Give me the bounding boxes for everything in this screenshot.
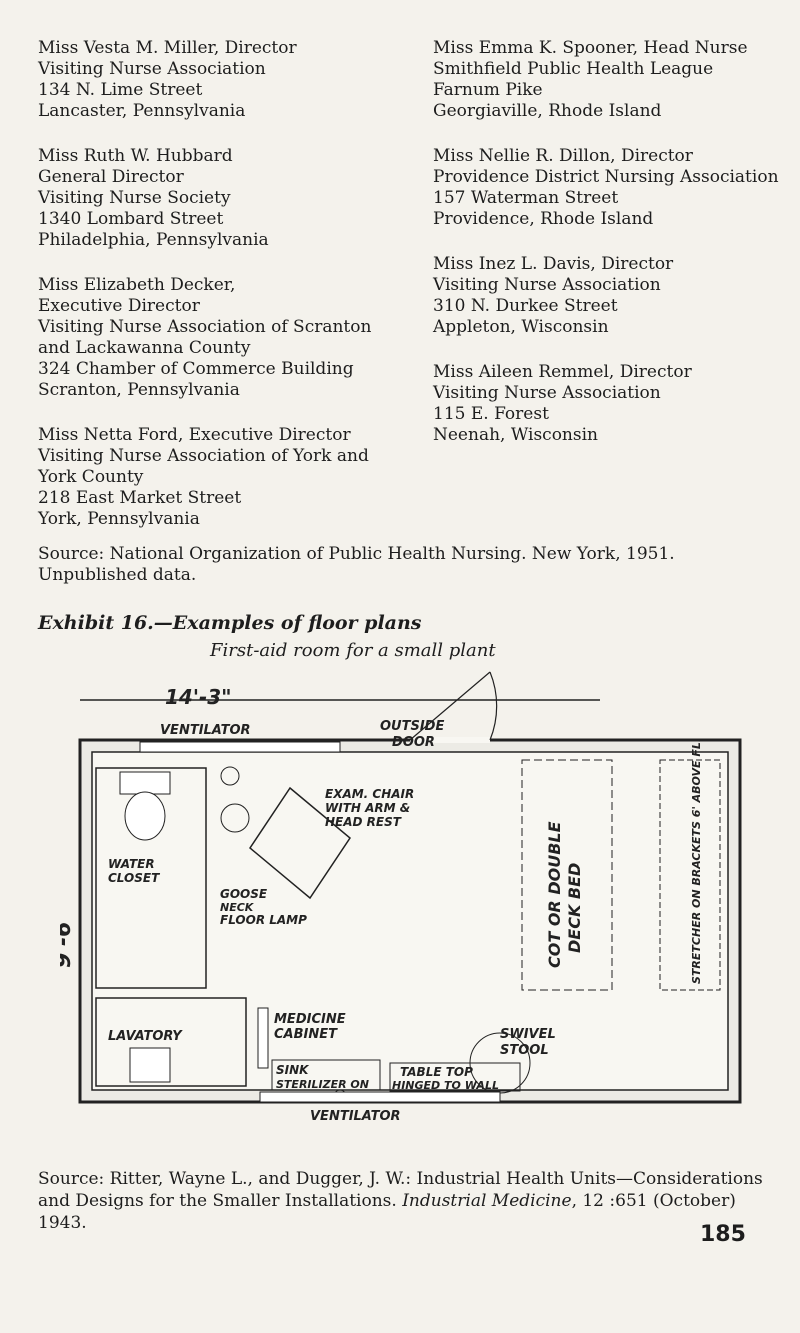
contact-line: Miss Netta Ford, Executive Director — [38, 425, 351, 445]
contact-line: Lancaster, Pennsylvania — [38, 101, 246, 121]
dimension-width: 14'-3" — [165, 685, 232, 709]
dimension-height: 9'-6" — [60, 910, 76, 968]
stool-label-1: SWIVEL — [500, 1027, 556, 1042]
lamp-label-2: NECK — [220, 901, 255, 914]
water-closet-wall — [95, 767, 207, 989]
exam-chair-label-3: HEAD REST — [325, 815, 402, 829]
contact-line: 1340 Lombard Street — [38, 209, 224, 229]
ventilator-top-label: VENTILATOR — [160, 723, 251, 738]
cabinet-label-2: CABINET — [274, 1027, 338, 1042]
contact-line: General Director — [38, 167, 184, 187]
water-closet-label-2: CLOSET — [108, 871, 160, 885]
sink-counter — [271, 1059, 381, 1091]
medicine-cabinet-shape — [257, 1007, 269, 1069]
contact-line: Georgiaville, Rhode Island — [433, 101, 662, 121]
contact-line: Miss Ruth W. Hubbard — [38, 146, 233, 166]
ventilator-bottom-label: VENTILATOR — [310, 1109, 401, 1124]
contact-line: Visiting Nurse Association — [433, 383, 661, 403]
source2-citation: , 12 :651 (October) 1943. — [38, 1191, 736, 1233]
source2-text: Source: Ritter, Wayne L., and Dugger, J.… — [38, 1169, 763, 1211]
contact-line: 134 N. Lime Street — [38, 80, 203, 100]
ventilator-bottom-bar — [259, 1091, 501, 1103]
lavatory-label: LAVATORY — [108, 1029, 183, 1044]
toilet-bowl — [124, 791, 166, 841]
table-label-1: TABLE TOP — [400, 1065, 473, 1079]
contact-line: Miss Vesta M. Miller, Director — [38, 38, 297, 58]
cot-label-1: COT OR DOUBLE — [545, 821, 564, 968]
contact-line: Miss Elizabeth Decker, — [38, 275, 236, 295]
contact-line: Miss Emma K. Spooner, Head Nurse — [433, 38, 748, 58]
source2-journal: Industrial Medicine — [402, 1191, 572, 1211]
contact-line: Visiting Nurse Association of Scranton — [38, 317, 372, 337]
door-label-1: OUTSIDE — [380, 719, 444, 734]
contact-line: Visiting Nurse Society — [38, 188, 231, 208]
table-label-2: HINGED TO WALL — [392, 1079, 499, 1092]
exam-chair-label-1: EXAM. CHAIR — [325, 787, 414, 801]
exhibit-title: Exhibit 16.—Examples of floor plans — [38, 612, 422, 634]
contact-line: 310 N. Durkee Street — [433, 296, 618, 316]
stretcher-label: STRETCHER ON BRACKETS 6' ABOVE FL. — [690, 738, 703, 984]
contact-line: Neenah, Wisconsin — [433, 425, 598, 445]
contact-line: York County — [38, 467, 144, 487]
cot-label-2: DECK BED — [565, 863, 584, 953]
contact-line: 157 Waterman Street — [433, 188, 619, 208]
exhibit-subtitle: First-aid room for a small plant — [210, 640, 496, 661]
contact-line: Smithfield Public Health League — [433, 59, 714, 79]
contact-line: Miss Inez L. Davis, Director — [433, 254, 674, 274]
water-closet-label-1: WATER — [108, 857, 155, 871]
contact-line: Visiting Nurse Association — [38, 59, 266, 79]
lamp-label-3: FLOOR LAMP — [220, 913, 307, 927]
inner-wall — [91, 751, 729, 1091]
door-label-2: DOOR — [392, 735, 435, 750]
contact-line: Executive Director — [38, 296, 200, 316]
contact-line: Visiting Nurse Association of York and — [38, 446, 369, 466]
lamp-label-1: GOOSE — [220, 887, 268, 901]
source-note-2: Source: Ritter, Wayne L., and Dugger, J.… — [38, 1168, 773, 1234]
contact-line: Appleton, Wisconsin — [433, 317, 609, 337]
contact-line: Miss Nellie R. Dillon, Director — [433, 146, 693, 166]
contact-line: and Lackawanna County — [38, 338, 251, 358]
contact-line: Scranton, Pennsylvania — [38, 380, 240, 400]
source-note-1: Source: National Organization of Public … — [38, 544, 675, 585]
contact-line: Philadelphia, Pennsylvania — [38, 230, 269, 250]
contact-entry: Miss Elizabeth Decker,Executive Director… — [38, 275, 418, 401]
stretcher-outline — [659, 759, 721, 991]
sink-label: SINK — [276, 1063, 310, 1077]
sterilizer-label-1: STERILIZER ON — [276, 1078, 369, 1091]
contact-line: York, Pennsylvania — [38, 509, 200, 529]
door-swing — [409, 671, 498, 741]
exam-chair-shape — [249, 786, 351, 900]
contact-line: Farnum Pike — [433, 80, 543, 100]
cot-outline — [521, 759, 613, 991]
contact-line: Providence, Rhode Island — [433, 209, 654, 229]
contact-line: Miss Aileen Remmel, Director — [433, 362, 692, 382]
lavatory-basin — [129, 1047, 171, 1083]
lavatory-wall — [95, 997, 247, 1087]
contact-line: Visiting Nurse Association — [433, 275, 661, 295]
stool-label-2: STOOL — [500, 1043, 549, 1058]
exam-chair-label-2: WITH ARM & — [325, 801, 410, 815]
cabinet-label-1: MEDICINE — [274, 1012, 346, 1027]
contact-line: Providence District Nursing Association — [433, 167, 779, 187]
floor-plan: 14'-3" 9'-6" VENTILATOR OUTSIDE DOOR WAT… — [51, 668, 760, 1128]
page-number: 185 — [700, 1222, 746, 1247]
floor-plan-drawing: 14'-3" 9'-6" VENTILATOR OUTSIDE DOOR WAT… — [51, 671, 742, 1124]
toilet-tank — [119, 771, 171, 795]
contact-line: 218 East Market Street — [38, 488, 242, 508]
hinged-table — [389, 1062, 521, 1092]
contact-line: 324 Chamber of Commerce Building — [38, 359, 354, 379]
lamp-icon — [220, 766, 240, 786]
contact-line: 115 E. Forest — [433, 404, 549, 424]
ventilator-top-bar — [139, 741, 341, 753]
chair-head-rest — [220, 803, 250, 833]
